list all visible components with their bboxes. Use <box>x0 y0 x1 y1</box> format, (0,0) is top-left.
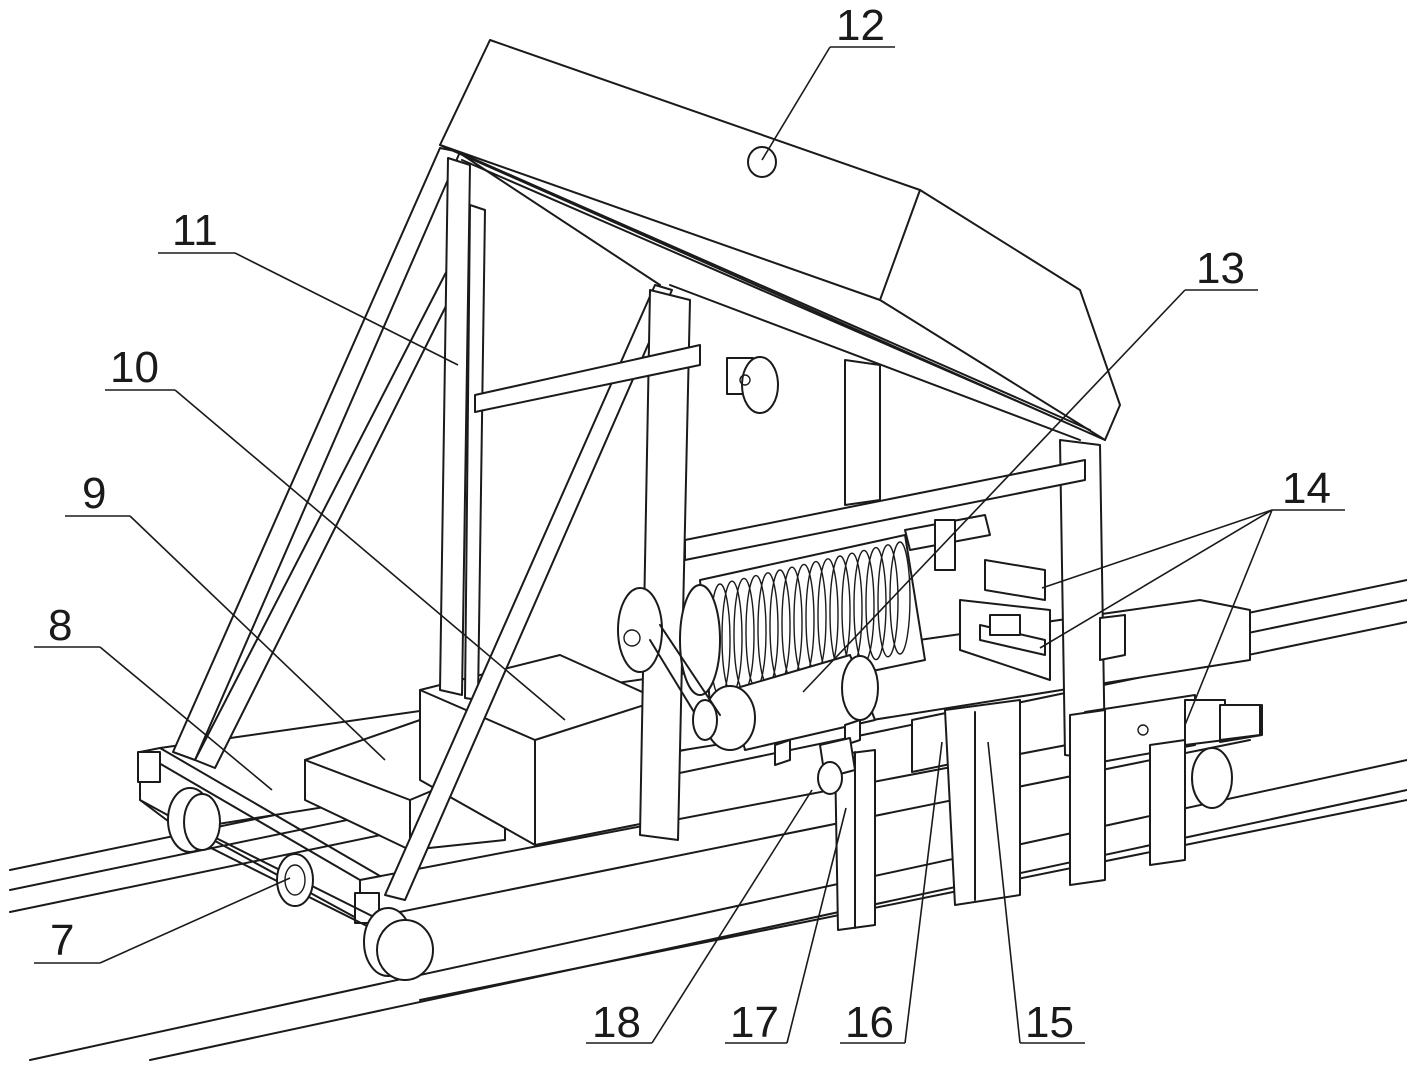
leader-lines <box>34 46 1345 1044</box>
drive-sprocket <box>276 853 314 907</box>
label-8: 8 <box>48 601 72 650</box>
label-18: 18 <box>592 998 641 1047</box>
label-9: 9 <box>82 469 106 518</box>
top-pulley <box>726 356 779 414</box>
label-10: 10 <box>110 343 159 392</box>
front-posts <box>817 699 1021 931</box>
label-7: 7 <box>50 916 74 965</box>
wheels <box>167 747 1233 981</box>
part-labels: 7 8 9 10 11 12 13 14 15 16 17 18 <box>48 1 1331 1047</box>
label-13: 13 <box>1196 244 1245 293</box>
label-16: 16 <box>845 998 894 1047</box>
label-15: 15 <box>1025 998 1074 1047</box>
label-14: 14 <box>1282 464 1331 513</box>
label-17: 17 <box>730 998 779 1047</box>
drum-gear <box>617 587 663 673</box>
roof-hood <box>439 39 1121 441</box>
drum-coil <box>877 544 899 658</box>
a-frame <box>172 147 1106 901</box>
drum-coil <box>889 541 911 655</box>
clamp-mechanism <box>959 559 1261 886</box>
label-12: 12 <box>836 1 885 50</box>
label-11: 11 <box>172 206 218 255</box>
hood-bolt <box>747 146 777 178</box>
motor <box>649 624 879 766</box>
